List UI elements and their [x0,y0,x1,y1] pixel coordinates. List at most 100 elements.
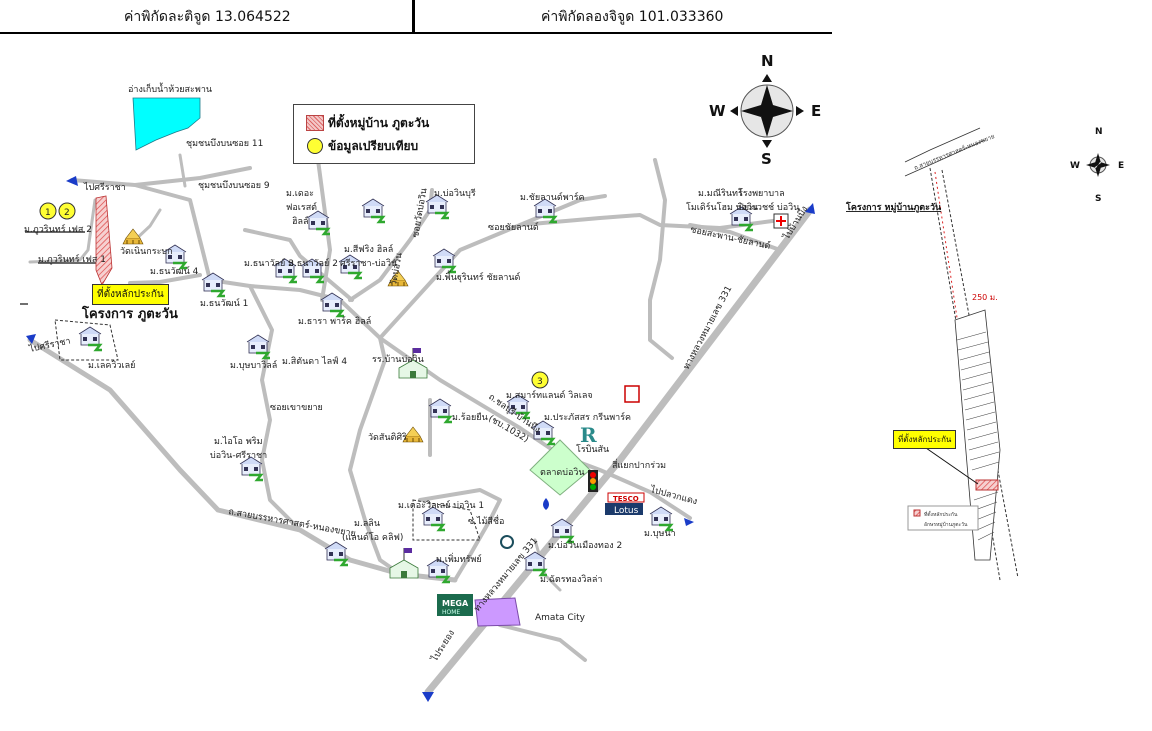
svg-text:ม.ไอโอ พริม: ม.ไอโอ พริม [214,436,263,447]
svg-text:E: E [1118,161,1124,171]
latitude-label: ค่าพิกัดละติจูด 13.064522 [124,9,291,25]
inset-map: N S W E ถ.สายบรรหารศาสตร์-หนองขยาย 250 ม… [845,127,1124,581]
legend-comparison: ข้อมูลเปรียบเทียบ [328,139,419,153]
svg-text:ถ.สายบรรหารศาสตร์-หนองขยาย: ถ.สายบรรหารศาสตร์-หนองขยาย [227,505,356,539]
marker-3: 3 [537,377,543,387]
svg-text:ม.ร้อยยืน: ม.ร้อยยืน [452,412,488,423]
svg-text:ม.พิ้นฐุรินทร์ ชัยลานด์: ม.พิ้นฐุรินทร์ ชัยลานด์ [436,270,521,283]
lakeview-boundary [54,319,119,361]
amata-label: Amata City [535,613,586,623]
marker-1: 1 [45,208,51,218]
hospital-cross-icon [776,216,786,226]
project-site-area[interactable] [95,195,113,286]
svg-text:วัดเนินกระบก: วัดเนินกระบก [120,246,173,257]
svg-text:ฮิลล์: ฮิลล์ [292,215,309,227]
svg-text:ม.ธนาวัลย์ 3: ม.ธนาวัลย์ 3 [244,257,294,269]
svg-text:ม.ธนวัฒน์ 4: ม.ธนวัฒน์ 4 [150,265,199,277]
amata-city-area[interactable] [474,597,521,627]
svg-text:ม.บ่อวินบุรี: ม.บ่อวินบุรี [434,188,476,199]
svg-text:ม.ธารา พาร์ค ฮิลล์: ม.ธารา พาร์ค ฮิลล์ [298,315,371,327]
svg-text:ม.สิตันดา ไลฟ์ 4: ม.สิตันดา ไลฟ์ 4 [282,355,347,367]
svg-text:ม.มณีรินทร์: ม.มณีรินทร์ [698,187,743,199]
svg-text:ชุมชนบึงบนซอย 11: ชุมชนบึงบนซอย 11 [186,138,263,149]
svg-text:บ่อวิน-ศรีราชา: บ่อวิน-ศรีราชา [210,450,267,461]
longitude-label: ค่าพิกัดลองจิจูด 101.033360 [541,9,724,25]
map-legend: ที่ตั้งหมู่บ้าน ภูตะวัน ข้อมูลเปรียบเทีย… [293,104,475,164]
svg-text:ม.ลลิน: ม.ลลิน [354,518,380,529]
project-name: โครงการ ภูตะวัน [81,305,178,322]
robinson-logo-icon: R [580,423,597,447]
svg-text:ม.ธนาวัลย์ 2: ม.ธนาวัลย์ 2 [288,257,338,269]
shop-icon [624,385,640,403]
svg-text:ที่ตั้งหลักประกัน: ที่ตั้งหลักประกัน [924,509,958,518]
svg-text:ม.บ่อวินเมืองทอง 2: ม.บ่อวินเมืองทอง 2 [548,540,622,551]
housing-icons [77,193,755,584]
svg-text:รร.บ้านบ่อวิน: รร.บ้านบ่อวิน [372,354,424,365]
svg-text:W: W [709,102,726,120]
legend-project-site: ที่ตั้งหมู่บ้าน ภูตะวัน [328,116,430,130]
comparison-swatch [307,138,323,154]
svg-text:โรงพยาบาล: โรงพยาบาล [738,188,785,199]
svg-text:S: S [761,150,772,168]
gas-station-icon [543,498,549,510]
svg-text:ซอยเขาขยาย: ซอยเขาขยาย [270,403,323,413]
comparison-markers: 1 2 3 [39,202,549,389]
header-divider [412,0,415,32]
svg-text:ม.เดอะวิลเลย์ บ่อวิน 1: ม.เดอะวิลเลย์ บ่อวิน 1 [398,499,484,511]
svg-text:ฟอเรสต์: ฟอเรสต์ [286,201,317,213]
svg-text:ทางหลวงหมายเลข 331: ทางหลวงหมายเลข 331 [682,284,735,371]
svg-text:ม.สมาร์ทแลนด์ วิลเลจ: ม.สมาร์ทแลนด์ วิลเลจ [506,389,593,401]
svg-text:ม.ธนวัฒน์ 1: ม.ธนวัฒน์ 1 [200,297,248,309]
direction-arrows [26,176,815,702]
coordinate-header: ค่าพิกัดละติจูด 13.064522 ค่าพิกัดลองจิจ… [0,0,832,34]
svg-text:โครงการ หมู่บ้านภูตะวัน: โครงการ หมู่บ้านภูตะวัน [845,201,942,213]
svg-text:โมเดิร์นโฮม บ่อวิน: โมเดิร์นโฮม บ่อวิน [686,201,758,213]
svg-text:ซอยชัยลานด์: ซอยชัยลานด์ [488,221,539,233]
svg-text:ปิยะเวชช์ บ่อวิน: ปิยะเวชช์ บ่อวิน [738,201,800,213]
tesco-label: TESCO [613,495,639,503]
map-labels: ชุมชนบึงบนซอย 11 ชุมชนบึงบนซอย 9 ไปศรีรา… [24,138,810,664]
svg-text:ม.เดอะ: ม.เดอะ [286,189,314,199]
marker-2: 2 [64,208,70,218]
svg-text:ม.ชัยลานด์พาร์ค: ม.ชัยลานด์พาร์ค [520,191,585,203]
inset-collateral-tag: ที่ตั้งหลักประกัน [893,430,957,449]
traffic-light-icon [588,470,598,492]
svg-text:ม.ประภัสสร กรีนพาร์ค: ม.ประภัสสร กรีนพาร์ค [544,411,631,423]
svg-text:ม.เลควิวเลย์: ม.เลควิวเลย์ [88,359,135,371]
megahome-badge [437,594,473,616]
svg-text:N: N [1095,127,1103,137]
tesco-badge [607,492,645,503]
reservoir [132,97,201,151]
reservoir-label: อ่างเก็บน้ำห้วยสะพาน [128,82,212,95]
svg-text:(แลนด์โอ คลิฟ): (แลนด์โอ คลิฟ) [342,531,403,543]
svg-text:ศรีราชา-บ่อวิน: ศรีราชา-บ่อวิน [340,258,397,269]
svg-text:S: S [1095,194,1101,204]
svg-text:250 ม.: 250 ม. [972,293,998,302]
svg-text:ม.ภูวรินทร์ เฟส 2: ม.ภูวรินทร์ เฟส 2 [24,223,92,235]
school-icon [389,547,419,579]
svg-text:W: W [1070,161,1080,171]
compass-rose: N S W E [709,52,821,168]
market-label: ตลาดบ่อวิน [540,467,585,478]
svg-text:N: N [761,52,774,70]
svg-text:ไปศรีราชา: ไปศรีราชา [83,182,126,193]
bank-icon [500,535,514,549]
svg-text:ม.บุษบาวิลล์: ม.บุษบาวิลล์ [230,359,277,371]
robinson-label: โรบินสัน [576,444,609,455]
svg-text:ม.ภูวรินทร์ เฟส 1: ม.ภูวรินทร์ เฟส 1 [38,253,106,265]
svg-text:ม.เพิ่มทรัพย์: ม.เพิ่มทรัพย์ [436,552,482,565]
svg-text:วัดสันติศิริ: วัดสันติศิริ [368,432,407,443]
svg-text:ม.ฉัตรทองวิลล่า: ม.ฉัตรทองวิลล่า [540,574,602,585]
svg-text:E: E [811,102,821,120]
svg-text:ซ.ไม้สีชื่อ: ซ.ไม้สีชื่อ [468,514,504,527]
lotus-badge [605,503,643,515]
lotus-label: Lotus [614,506,639,516]
svg-text:ชุมชนบึงบนซอย 9: ชุมชนบึงบนซอย 9 [198,180,270,191]
megahome-label-2: HOME [442,609,460,616]
svg-text:ม.สีฟริง ฮิลล์: ม.สีฟริง ฮิลล์ [344,243,393,255]
svg-text:ไปปลวกแดง: ไปปลวกแดง [648,484,698,507]
project-site-swatch [306,115,324,131]
svg-text:อักษรหมู่บ้านภูตะวัน: อักษรหมู่บ้านภูตะวัน [924,521,968,528]
collateral-tag: ที่ตั้งหลักประกัน [92,284,169,305]
